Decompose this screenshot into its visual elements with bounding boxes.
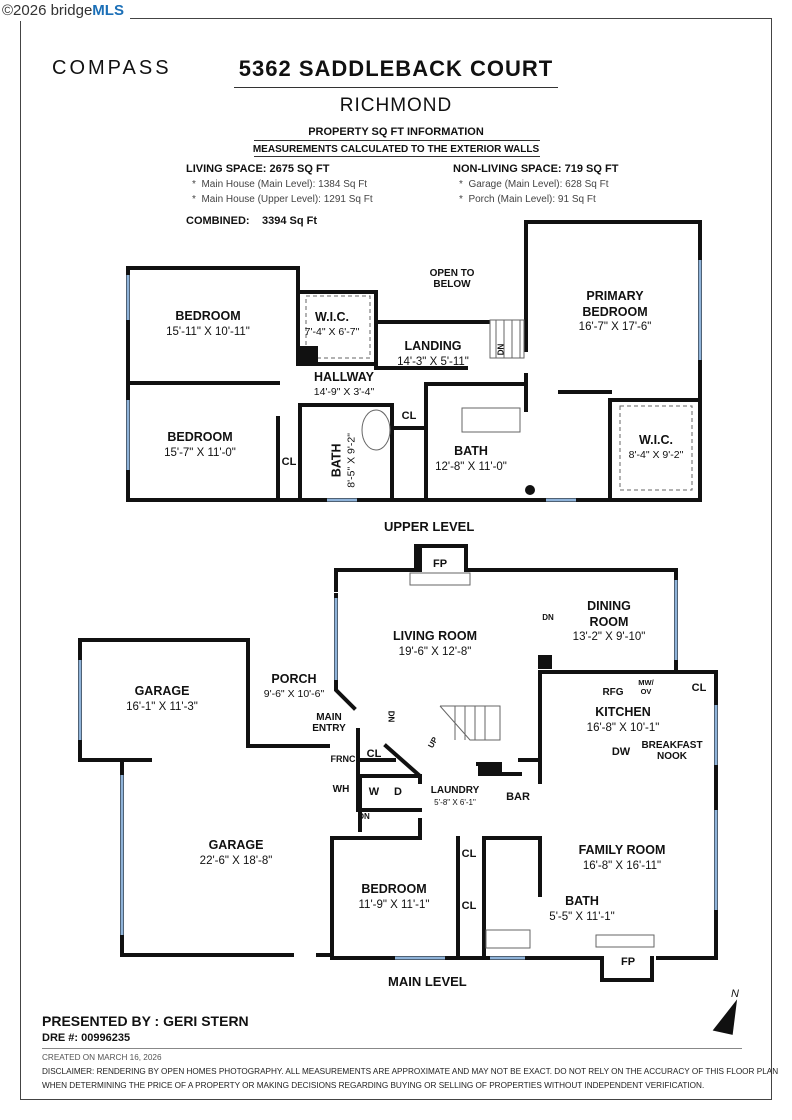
upper-wic-2: W.I.C.8'-4" X 9'-2" <box>628 433 684 461</box>
disclaimer-line-1: DISCLAIMER: RENDERING BY OPEN HOMES PHOT… <box>42 1067 779 1076</box>
nonliving-item: * Porch (Main Level): 91 Sq Ft <box>459 194 596 205</box>
living-item: * Main House (Upper Level): 1291 Sq Ft <box>192 194 373 205</box>
compass-logo: COMPASS <box>52 57 172 79</box>
created-date: CREATED ON MARCH 16, 2026 <box>42 1053 162 1062</box>
main-level-label: MAIN LEVEL <box>388 974 467 989</box>
info-rule <box>254 140 540 141</box>
main-entry-label: MAIN ENTRY <box>312 712 346 734</box>
north-label: N <box>731 988 739 1000</box>
laundry-step-down-label: DN <box>358 812 370 821</box>
open-to-below: OPEN TO BELOW <box>429 268 475 290</box>
dryer-label: D <box>394 786 402 798</box>
upper-wic-1: W.I.C.7'-4" X 6'-7" <box>304 310 360 338</box>
bedroom-closet-label: CL <box>461 900 477 912</box>
living-item: * Main House (Main Level): 1384 Sq Ft <box>192 179 368 190</box>
dining-step-down-label: DN <box>542 613 554 622</box>
stair-down-label: DN <box>386 710 396 723</box>
closet-label: CL <box>281 456 297 468</box>
breakfast-nook-label: BREAKFAST NOOK <box>641 740 703 762</box>
washer-label: W <box>368 786 380 798</box>
living-space-title: LIVING SPACE: 2675 SQ FT <box>186 163 330 175</box>
stair-down-label: DN <box>496 343 506 356</box>
address-title: 5362 SADDLEBACK COURT <box>238 56 554 81</box>
presented-by: PRESENTED BY : GERI STERN <box>42 1013 249 1029</box>
kitchen-closet-label: CL <box>691 682 707 694</box>
mls-badge: ©2026 bridgeMLS <box>0 0 130 21</box>
dre-number: DRE #: 00996235 <box>42 1032 131 1044</box>
refrigerator-label: RFG <box>602 687 624 698</box>
info-rule-2 <box>254 156 540 157</box>
page-frame <box>20 18 772 1100</box>
main-closet-label: CL <box>366 748 382 760</box>
title-rule <box>234 87 558 88</box>
footer-rule <box>42 1048 742 1049</box>
disclaimer-line-2: WHEN DETERMINING THE PRICE OF A PROPERTY… <box>42 1081 705 1090</box>
nonliving-item: * Garage (Main Level): 628 Sq Ft <box>459 179 609 190</box>
nonliving-space-title: NON-LIVING SPACE: 719 SQ FT <box>453 163 619 175</box>
combined-value: 3394 Sq Ft <box>262 215 318 227</box>
city-title: RICHMOND <box>339 95 453 116</box>
fireplace-label: FP <box>432 558 448 570</box>
hall-closet-label: CL <box>461 848 477 860</box>
water-heater-label: WH <box>332 784 350 795</box>
combined-label: COMBINED: <box>186 215 250 227</box>
upper-level-label: UPPER LEVEL <box>384 519 475 534</box>
closet-label: CL <box>401 410 417 422</box>
bar-label: BAR <box>506 791 530 803</box>
info-title: PROPERTY SQ FT INFORMATION <box>308 126 484 138</box>
fireplace-label: FP <box>620 956 636 968</box>
info-subtitle: MEASUREMENTS CALCULATED TO THE EXTERIOR … <box>252 144 540 155</box>
microwave-oven-label: MW/ OV <box>638 678 654 696</box>
dishwasher-label: DW <box>611 746 631 758</box>
furnace-label: FRNC <box>330 754 356 764</box>
